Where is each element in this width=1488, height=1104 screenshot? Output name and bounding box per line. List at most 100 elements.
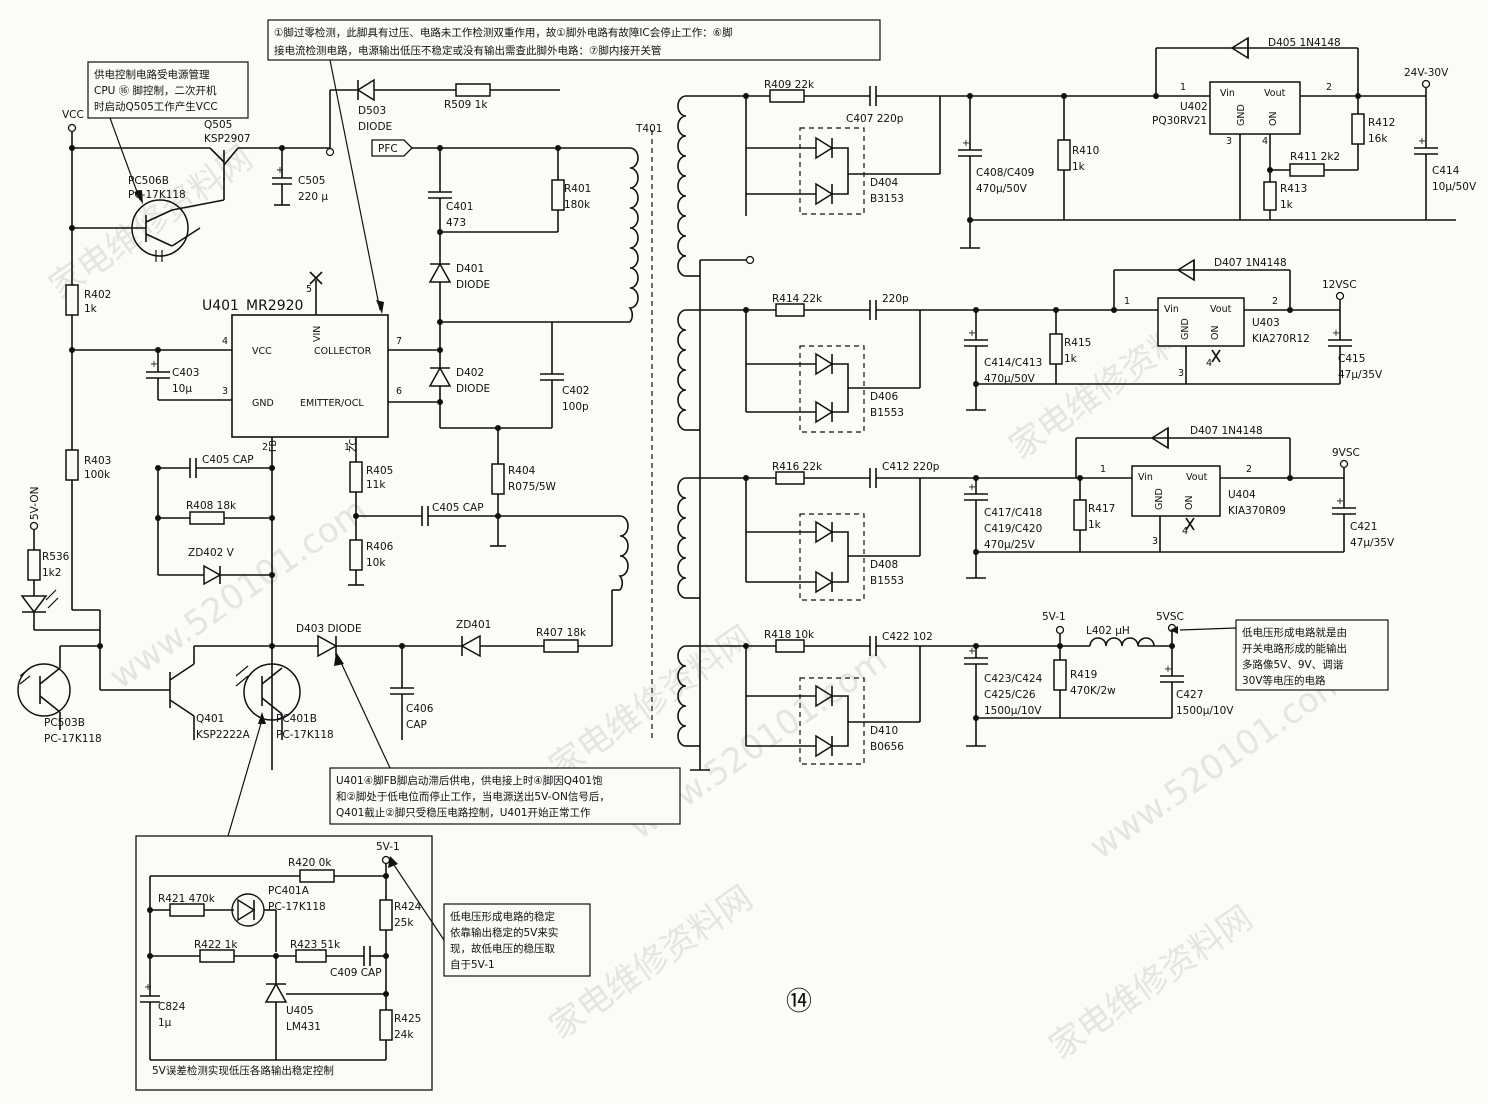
- ch2-pin-num: 1: [1124, 296, 1130, 307]
- 5v-on-net-label: 5V-ON: [29, 487, 41, 520]
- t401-secondary-winding-3: [677, 477, 746, 599]
- ch1-diode-label: D404: [870, 177, 898, 189]
- ch1-pin-on: ON: [1268, 111, 1279, 126]
- d503-label: D503: [358, 105, 386, 117]
- ch1-bypass-diode-label: D405 1N4148: [1268, 37, 1341, 49]
- vcc-net-label: VCC: [62, 109, 84, 121]
- pc506b-optocoupler: PC506B PC-17K118: [128, 175, 225, 262]
- ch3-diode-label: D408: [870, 559, 898, 571]
- svg-text:+: +: [1418, 136, 1426, 147]
- r401-resistor: R401 180k: [551, 148, 591, 232]
- ch3-output-cap-label: C421: [1350, 521, 1377, 533]
- r405-value: 11k: [366, 479, 386, 491]
- r401-label: R401: [564, 183, 591, 195]
- ch2-load-resistor-label: R415: [1064, 337, 1091, 349]
- ch2-pin-on: ON: [1210, 325, 1221, 340]
- ch2-regulator-part: KIA270R12: [1252, 333, 1310, 345]
- r421-label: R421 470k: [158, 893, 216, 905]
- ch4-filter-cap-value: 1500μ/10V: [984, 705, 1042, 717]
- ch3-pin-vin: Vin: [1138, 472, 1153, 483]
- r424-value: 25k: [394, 917, 414, 929]
- ch3-pin-num: 1: [1100, 464, 1106, 475]
- c409-label: C409 CAP: [330, 967, 382, 979]
- svg-text:+: +: [150, 359, 158, 370]
- ch3-diode-part: B1553: [870, 575, 904, 587]
- ch4-diode-label: D410: [870, 725, 898, 737]
- power-control-note-line: 时启动Q505工作产生VCC: [94, 100, 218, 113]
- d403-diode: D403 DIODE: [272, 623, 462, 658]
- feedback-note-line: 低电压形成电路的稳定: [450, 910, 555, 923]
- u401-pin-num: 1: [344, 442, 350, 453]
- r402-label: R402: [84, 289, 111, 301]
- secondary-note: 低电压形成电路就是由 开关电路形成的能输出 多路像5V、9V、调谐 30V等电压…: [1170, 619, 1389, 691]
- c402-capacitor: C402 100p: [540, 322, 589, 428]
- u401-pin-vcc: VCC: [252, 346, 272, 357]
- c401-label: C401: [446, 201, 473, 213]
- u401-pin-zc: ZC: [348, 438, 359, 452]
- watermark-layer: 家电维修资料网 www.520101.com 家电维修资料网 www.52010…: [42, 138, 1354, 1067]
- feedback-note-line: 依靠输出稳定的5V来实: [450, 926, 558, 939]
- ch2-diode-part: B1553: [870, 407, 904, 419]
- vcc-rail: VCC: [62, 109, 210, 285]
- u401-pin-num: 4: [222, 336, 228, 347]
- r404-label: R404: [508, 465, 536, 477]
- t401-secondary-winding-4: [677, 645, 746, 747]
- c406-capacitor: C406 CAP: [390, 646, 434, 740]
- zd401-label: ZD401: [456, 619, 491, 631]
- ch1-pin-num: 4: [1262, 136, 1268, 147]
- ch3-pin-on: ON: [1184, 495, 1195, 510]
- ch1-pin-num: 1: [1180, 82, 1186, 93]
- ch1-regulator-ref: U402: [1180, 101, 1208, 113]
- svg-text:+: +: [968, 646, 976, 657]
- r407-resistor: R407 18k: [536, 627, 612, 653]
- secondary-note-line: 多路像5V、9V、调谐: [1242, 658, 1344, 671]
- c405b-capacitor: C405 CAP: [356, 502, 498, 526]
- ch3-output-cap-value: 47μ/35V: [1350, 537, 1395, 549]
- ch2-resistor-label: R414 22k: [772, 293, 823, 305]
- ch3-resistor-label: R416 22k: [772, 461, 823, 473]
- ch3-filter-cap-label: C417/C418: [984, 507, 1042, 519]
- r402-value: 1k: [84, 303, 98, 315]
- ch2-filter-cap-value: 470μ/50V: [984, 373, 1036, 385]
- r425-label: R425: [394, 1013, 421, 1025]
- r406-resistor: R406 10k: [349, 539, 394, 571]
- power-control-note: 供电控制电路受电源管理 CPU ⑯ 脚控制，二次开机 时启动Q505工作产生VC…: [87, 61, 249, 204]
- c824-label: C824: [158, 1001, 186, 1013]
- feedback-note: 低电压形成电路的稳定 依靠输出稳定的5V来实 现，故低电压的稳压取 自于5V-1: [388, 856, 591, 977]
- fb-note: U401④脚FB脚启动滞后供电，供电接上时④脚因Q401饱 和②脚处于低电位而停…: [329, 652, 681, 825]
- pc401a-part: PC-17K118: [268, 901, 326, 913]
- u401-pin-collector: COLLECTOR: [314, 346, 372, 357]
- ch2-bypass-diode-label: D407 1N4148: [1214, 257, 1287, 269]
- u401-pin-num: 2: [262, 442, 268, 453]
- u401-pin-gnd: GND: [252, 398, 274, 409]
- r509-label: R509 1k: [444, 99, 488, 111]
- svg-text:+: +: [276, 165, 284, 176]
- ch1-pin-vout: Vout: [1264, 88, 1286, 99]
- r509-resistor: R509 1k: [444, 83, 560, 111]
- r404-value: R075/5W: [508, 481, 557, 493]
- c406-label: C406: [406, 703, 434, 715]
- c402-label: C402: [562, 385, 589, 397]
- d401-part: DIODE: [456, 279, 490, 291]
- r404-resistor: R404 R075/5W: [490, 428, 557, 547]
- c405a-capacitor: C405 CAP: [158, 454, 272, 478]
- r408-resistor: R408 18k: [158, 500, 272, 525]
- r408-label: R408 18k: [186, 500, 237, 512]
- d401-label: D401: [456, 263, 484, 275]
- ch1-pin-vin: Vin: [1220, 88, 1235, 99]
- r420-label: R420 0k: [288, 857, 332, 869]
- u401-ref: U401: [202, 298, 239, 314]
- r402-resistor: R402 1k: [65, 284, 111, 450]
- u401-pin-num: 6: [396, 386, 402, 397]
- ch4-inductor-label: L402 μH: [1086, 625, 1130, 637]
- r422-label: R422 1k: [194, 939, 238, 951]
- u401-ic: U401 MR2920 VCC GND COLLECTOR EMITTER/OC…: [202, 271, 402, 453]
- feedback-note-line: 现，故低电压的稳压取: [450, 942, 555, 955]
- pfc-net-label: PFC: [378, 143, 398, 155]
- ch1-diode-part: B3153: [870, 193, 904, 205]
- ch3-pin-gnd: GND: [1154, 488, 1165, 510]
- r406-value: 10k: [366, 557, 386, 569]
- u401-pin-num: 7: [396, 336, 402, 347]
- t401-primary-winding: T401: [628, 123, 662, 323]
- ch4-diode-part: B0656: [870, 741, 904, 753]
